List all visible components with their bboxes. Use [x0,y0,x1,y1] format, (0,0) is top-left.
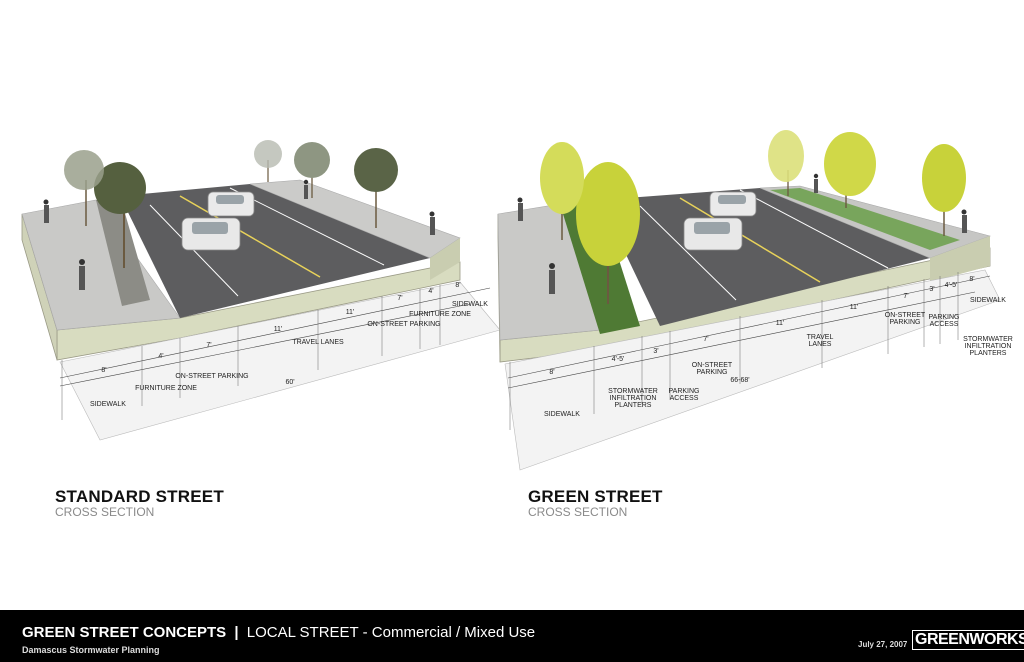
zone-label-sidewalk-r: SIDEWALK [452,301,488,308]
dim-label: 7' [397,295,402,302]
tree-icon [294,142,330,198]
dim-label: 4' [158,353,163,360]
pedestrian-icon [303,179,309,199]
zone-label-parking: ON-STREET PARKING [175,373,248,380]
footer-date: July 27, 2007 [858,640,908,649]
dim-label: 7' [206,342,211,349]
parking-line [149,204,239,297]
zone-label-parking: ON-STREET PARKING [692,362,732,376]
dim-label: 4'-5' [612,356,625,363]
total-width-label: 66-68' [730,377,749,384]
pedestrian-icon [961,209,967,233]
tree-icon [576,162,640,304]
pedestrian-icon [79,259,85,290]
dim-label: 4'-5' [945,282,958,289]
total-width-label: 60' [285,379,294,386]
car-icon [207,191,255,217]
standard-street-title-block: STANDARD STREET CROSS SECTION [55,487,224,519]
pedestrian-icon [549,263,555,294]
dim-label: 11' [776,320,785,327]
zone-label-parking-r: ON-STREET PARKING [367,321,440,328]
dim-label: 11' [850,304,859,311]
planter-right [770,188,960,250]
footer-bar: GREEN STREET CONCEPTS | LOCAL STREET - C… [0,610,1024,662]
zone-label-sidewalk: SIDEWALK [544,411,580,418]
tree-icon [354,148,398,228]
tree-icon [824,132,876,208]
pedestrian-icon [429,211,435,235]
section-title: STANDARD STREET [55,487,224,506]
soil-face-right [930,236,990,282]
zone-label-furniture-r: FURNITURE ZONE [409,311,471,318]
standard-street-block: 8' 4' 7' 11' 11' 7' 4' 8' SIDEWALK FURNI… [21,140,501,441]
center-line [179,195,321,278]
tree-icon [64,150,104,226]
zone-label-travel: TRAVEL LANES [807,334,834,348]
green-street-title-block: GREEN STREET CROSS SECTION [528,487,663,519]
parking-line-r [739,189,889,269]
street-diagram: 8' 4' 7' 11' 11' 7' 4' 8' SIDEWALK FURNI… [21,130,1013,471]
footer-separator: | [234,624,239,641]
section-subtitle: CROSS SECTION [55,505,155,519]
zone-label-planters-r: STORMWATER INFILTRATION PLANTERS [963,336,1013,357]
parking-line [639,205,737,301]
tree-icon [540,142,584,240]
pedestrian-icon [517,197,523,221]
dim-label: 8' [101,367,106,374]
footer-heading: GREEN STREET CONCEPTS | LOCAL STREET - C… [22,624,535,641]
section-title: GREEN STREET [528,487,663,506]
dim-label: 11' [274,326,283,333]
zone-label-furniture: FURNITURE ZONE [135,385,197,392]
dim-label: 8' [455,282,460,289]
greenworks-logo: GREENWORKS [912,630,1024,650]
soil-face-right [430,238,460,280]
dim-label: 4' [428,288,433,295]
zone-label-sidewalk: SIDEWALK [90,401,126,408]
dimension-line-total [507,291,976,389]
zone-label-parking-r: ON-STREET PARKING [885,312,925,326]
car-icon [683,217,743,251]
zone-label-parking-access: PARKING ACCESS [669,388,700,402]
car-icon [181,217,241,251]
dimension-ticks [509,272,959,430]
dim-label: 7' [703,336,708,343]
zone-label-sidewalk-r: SIDEWALK [970,297,1006,304]
section-subtitle: CROSS SECTION [528,505,628,519]
dim-label: 3' [929,286,934,293]
tree-icon [768,130,804,196]
tree-icon [94,162,146,268]
parking-line-r [229,187,385,266]
zone-label-planters: STORMWATER INFILTRATION PLANTERS [608,388,658,409]
dim-label: 3' [653,348,658,355]
dim-label: 8' [549,369,554,376]
dimension-plane [504,269,1001,471]
footer-heading-bold: GREEN STREET CONCEPTS [22,624,227,641]
footer-organization: Damascus Stormwater Planning [22,645,160,655]
dimension-line-total [59,303,471,387]
footer-heading-rest: LOCAL STREET - Commercial / Mixed Use [246,624,536,641]
dim-label: 11' [346,309,355,316]
dim-label: 7' [903,293,908,300]
pedestrian-icon [43,199,49,223]
pedestrian-icon [813,173,819,193]
dim-label: 8' [969,276,974,283]
dimension-ticks [61,285,441,420]
tree-icon [254,140,282,182]
green-street-block: 8' 4'-5' 3' 7' 11' 11' 7' 3' 4'-5' 8' SI… [497,130,1013,471]
dimension-line-top [507,275,991,379]
car-icon [709,191,757,217]
zone-label-travel: TRAVEL LANES [292,339,344,346]
road-surface [600,188,930,326]
center-line [679,197,821,283]
zone-label-parking-access-r: PARKING ACCESS [929,314,960,328]
tree-icon [922,144,966,236]
dimension-line-top [59,287,491,379]
